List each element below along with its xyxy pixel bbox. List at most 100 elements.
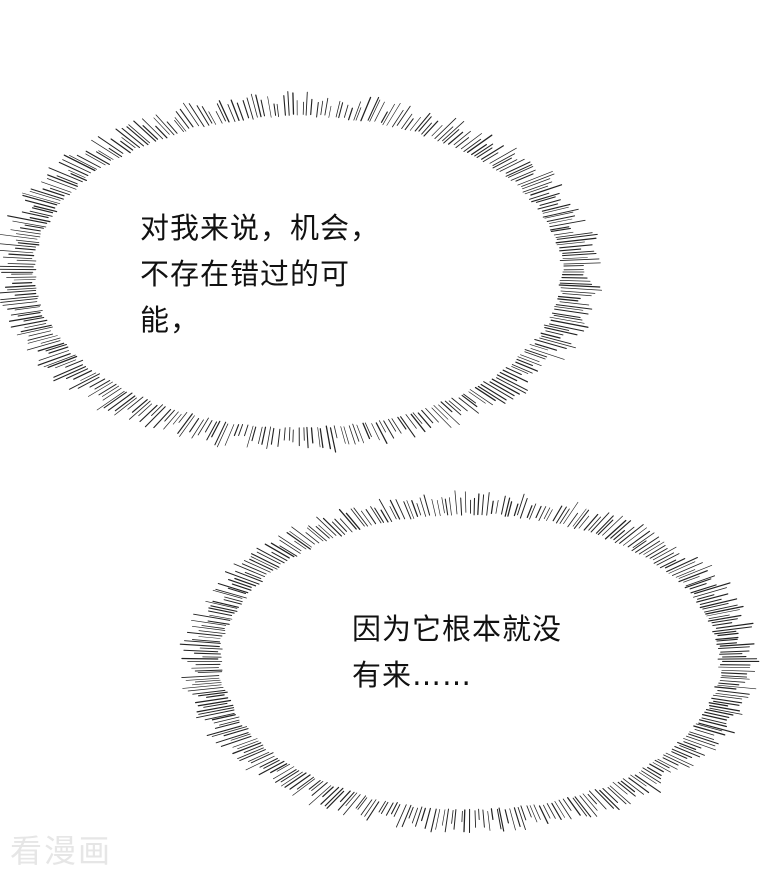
burst-line [516,358,533,367]
burst-line [217,582,249,594]
burst-line [701,713,728,721]
burst-line [369,99,381,122]
burst-line [329,427,337,453]
burst-line [315,526,330,539]
burst-line [205,600,238,609]
burst-line [524,349,548,358]
burst-line [197,671,223,673]
burst-line [335,100,341,118]
burst-line [396,105,411,126]
burst-line [193,613,231,621]
burst-line [0,243,37,248]
burst-line [69,155,97,170]
burst-line [572,508,587,527]
burst-line [617,781,636,797]
burst-line [382,103,395,126]
burst-line [97,136,124,154]
burst-line [720,650,750,653]
burst-line [114,395,136,412]
burst-line [563,262,601,265]
burst-line [89,378,106,388]
burst-line [533,804,541,820]
burst-line [483,381,514,400]
burst-line [460,133,482,150]
burst-line [42,188,65,197]
burst-line [288,426,291,441]
burst-line [513,503,519,517]
burst-line [283,427,286,441]
burst-line [509,808,516,831]
burst-line [578,515,590,529]
burst-line [401,804,412,828]
burst-line [194,697,229,704]
burst-line [559,301,590,306]
burst-line [228,578,252,588]
burst-line [383,420,395,439]
burst-line [273,103,277,116]
burst-line [246,97,254,120]
burst-line [47,355,78,369]
burst-line [205,694,225,698]
burst-line [16,326,53,336]
burst-line [638,772,657,784]
burst-line [389,506,397,520]
burst-line [291,526,315,545]
burst-line [355,795,367,809]
burst-line [716,638,738,642]
burst-line [721,675,748,678]
burst-line [283,95,286,116]
burst-line [649,763,664,773]
burst-line [562,798,572,811]
burst-line [474,143,494,157]
burst-line [219,719,240,726]
burst-line [53,366,87,382]
burst-line [58,161,89,177]
burst-line [201,625,225,630]
burst-line [284,772,307,788]
burst-line [490,500,494,515]
burst-line [340,426,346,444]
burst-line [517,806,526,831]
burst-line [211,714,236,721]
burst-line [276,103,279,118]
burst-line [8,253,35,257]
burst-line [350,508,365,527]
burst-line [719,643,755,647]
burst-line [207,620,230,625]
burst-line [702,602,729,610]
burst-line [223,728,249,737]
burst-line [554,306,584,311]
burst-line [649,548,668,559]
burst-line [579,795,598,817]
burst-line [360,96,372,122]
burst-line [151,404,164,417]
burst-line [94,379,111,390]
burst-line [613,530,626,541]
burst-line [562,293,592,297]
burst-line [712,622,733,627]
burst-line [392,109,404,128]
burst-line [464,491,467,513]
burst-line [718,646,750,649]
burst-line [561,277,588,279]
burst-line [474,386,496,402]
burst-line [353,101,361,121]
burst-line [559,280,591,282]
burst-line [24,323,47,329]
burst-line [28,330,52,337]
burst-line [602,515,623,536]
burst-line [504,809,509,824]
burst-line [400,416,416,438]
burst-line [12,220,47,228]
burst-line [530,348,565,360]
burst-line [557,298,579,302]
burst-line [719,680,746,683]
burst-line [597,519,614,536]
burst-line [114,397,137,416]
burst-line [716,642,738,645]
burst-line [380,509,389,523]
burst-line [320,100,324,116]
burst-line [454,490,458,515]
burst-line [194,669,223,672]
burst-line [492,157,512,169]
